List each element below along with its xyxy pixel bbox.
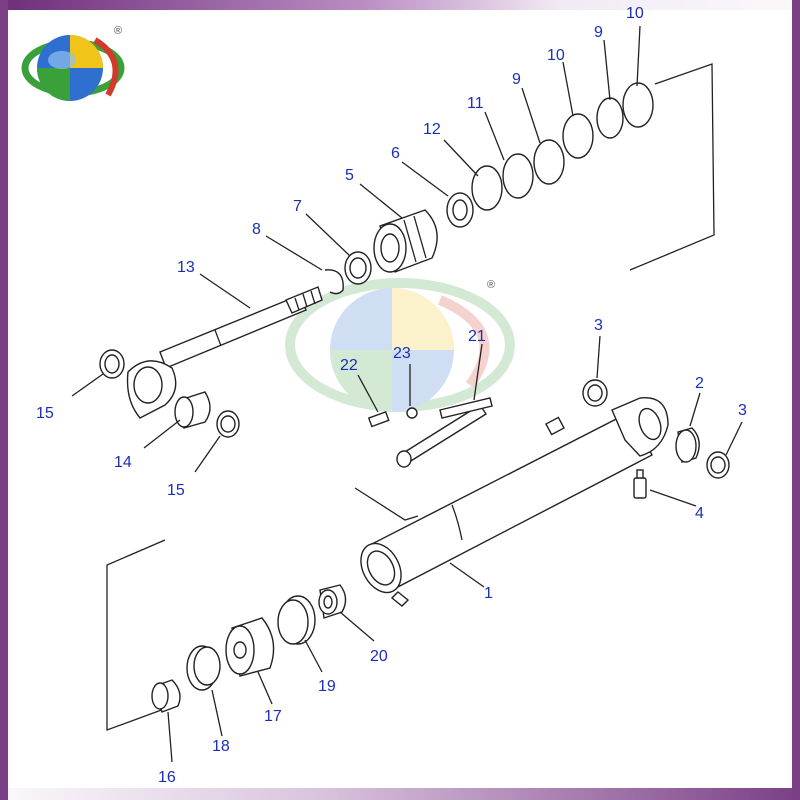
- callout-15: 15: [36, 405, 54, 422]
- cylinder-tube: [360, 397, 669, 607]
- callout-4: 4: [695, 505, 704, 522]
- callout-10: 10: [626, 5, 644, 22]
- callout-9: 9: [594, 24, 603, 41]
- callout-5: 5: [345, 167, 354, 184]
- frame-right-border: [792, 0, 800, 800]
- callout-17: 17: [264, 708, 282, 725]
- piston-assembly: [151, 584, 347, 713]
- callout-8: 8: [252, 221, 261, 238]
- callout-3: 3: [594, 317, 603, 334]
- callout-23: 23: [393, 345, 411, 362]
- leader-lines: [71, 25, 743, 763]
- callout-18: 18: [212, 738, 230, 755]
- callout-21: 21: [468, 328, 486, 345]
- frame-top-border: [0, 0, 800, 10]
- callout-16: 16: [158, 769, 176, 786]
- callout-9: 9: [512, 71, 521, 88]
- frame-bottom-border: [0, 788, 800, 800]
- pin-bushing-right: [582, 379, 730, 479]
- callout-6: 6: [391, 145, 400, 162]
- callout-20: 20: [370, 648, 388, 665]
- assembly-boundary-lines: [106, 63, 715, 731]
- callout-22: 22: [340, 357, 358, 374]
- watermark-registered-mark: ®: [487, 279, 495, 291]
- frame-left-border: [0, 0, 8, 800]
- callout-15: 15: [167, 482, 185, 499]
- callout-12: 12: [423, 121, 441, 138]
- callout-1: 1: [484, 585, 493, 602]
- callout-3: 3: [738, 402, 747, 419]
- brand-logo: [21, 35, 125, 101]
- piston-rod: [126, 286, 323, 419]
- pipe-assembly: [367, 397, 493, 468]
- callout-14: 14: [114, 454, 132, 471]
- callout-10: 10: [547, 47, 565, 64]
- callout-19: 19: [318, 678, 336, 695]
- cylinder-head-assembly: [324, 82, 654, 295]
- callout-labels: 10 9 10 9 11 12 6 5 7 8 13 21 23 22 3 2 …: [36, 5, 747, 786]
- rod-end-bushing: [99, 349, 240, 438]
- callout-13: 13: [177, 259, 195, 276]
- grease-fitting: [633, 469, 647, 499]
- logo-registered-mark: ®: [114, 25, 122, 37]
- callout-7: 7: [293, 198, 302, 215]
- callout-11: 11: [467, 95, 484, 112]
- callout-2: 2: [695, 375, 704, 392]
